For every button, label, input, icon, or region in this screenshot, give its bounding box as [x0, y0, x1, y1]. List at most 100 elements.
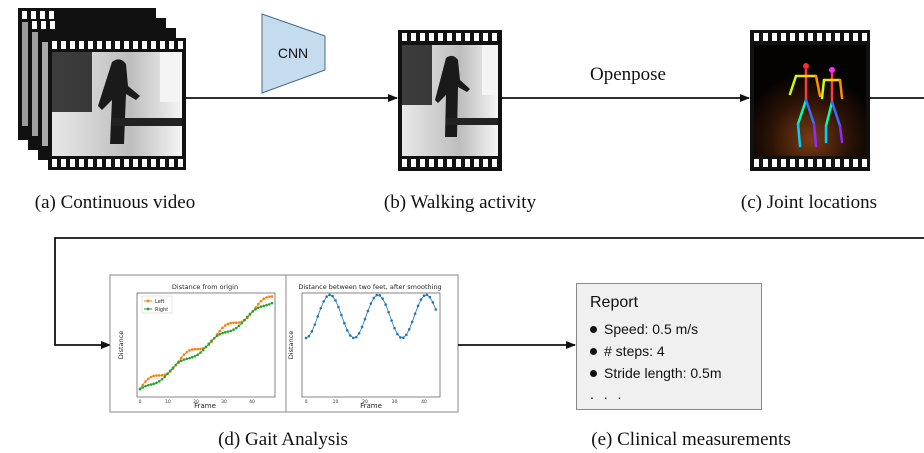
gait-left-point [160, 373, 164, 377]
sprocket-hole [808, 33, 813, 41]
gait-left-point [267, 295, 271, 298]
gait-right-point [384, 303, 387, 306]
gait-right-point [410, 320, 414, 324]
gait-left-point [207, 342, 211, 346]
gait-right-point [372, 296, 376, 300]
sprocket-hole [115, 159, 120, 167]
report-ellipsis: . . . [590, 386, 625, 402]
continuous-video-film-stack [18, 8, 186, 170]
report-title: Report [590, 294, 639, 311]
sprocket-hole [862, 159, 867, 167]
gait-left-xtick: 0 [139, 399, 142, 405]
sprocket-hole [438, 33, 443, 41]
sprocket-hole [817, 159, 822, 167]
clinical-report-box: Report Speed: 0.5 m/s # steps: 4 Stride … [576, 283, 762, 410]
gait-left-ylabel: Distance [117, 331, 125, 359]
sprocket-hole [799, 159, 804, 167]
sprocket-hole [22, 11, 27, 19]
sprocket-hole [402, 33, 407, 41]
sprocket-hole [124, 159, 129, 167]
report-item-speed: Speed: 0.5 m/s [590, 321, 698, 337]
sprocket-hole [79, 41, 84, 49]
gait-right-point [337, 305, 340, 309]
gait-left-point [157, 380, 161, 383]
gait-left-point [226, 322, 230, 326]
gait-left-point [232, 321, 235, 325]
gait-left-point [256, 302, 260, 306]
gait-right-point [310, 330, 314, 333]
gait-left-point [201, 348, 205, 352]
gait-right-point [357, 332, 361, 335]
sprocket-hole [429, 159, 434, 167]
gait-right-point [407, 328, 411, 331]
gait-right-point [402, 336, 405, 340]
gait-left-point [245, 315, 249, 319]
gait-left-point [146, 377, 150, 381]
sprocket-hole [178, 41, 183, 49]
gait-left-point [163, 375, 167, 379]
gait-right-point [346, 329, 349, 332]
cnn-label: CNN [278, 45, 308, 61]
gait-right-point [343, 321, 346, 325]
sprocket-hole [420, 159, 425, 167]
gait-left-point [267, 303, 271, 306]
gait-right-point [307, 334, 311, 338]
gait-right-point [434, 308, 438, 311]
sprocket-hole [844, 33, 849, 41]
report-item-label: # steps: 4 [604, 343, 665, 359]
gait-left-point [163, 373, 167, 377]
gait-right-point [381, 297, 385, 300]
gait-left-point [155, 381, 158, 385]
sprocket-hole [32, 21, 37, 29]
sprocket-hole [772, 159, 777, 167]
openpose-label: Openpose [590, 64, 666, 85]
caption-continuous-video: (a) Continuous video [35, 192, 195, 213]
gait-left-point [138, 387, 142, 391]
gait-right-point [348, 334, 352, 337]
sprocket-hole [178, 159, 183, 167]
gait-right-point [399, 336, 402, 339]
gait-left-point [259, 305, 263, 308]
caption-walking-activity: (b) Walking activity [384, 192, 537, 213]
sprocket-hole [474, 33, 479, 41]
sprocket-hole [79, 159, 84, 167]
gait-left-point [270, 295, 274, 298]
gait-left-point [193, 347, 197, 351]
gait-right-title: Distance between two feet, after smoothi… [298, 283, 441, 291]
sprocket-hole [88, 41, 93, 49]
gait-left-point [218, 332, 222, 336]
gait-left-point [234, 321, 238, 325]
gait-left-point [265, 303, 268, 307]
sprocket-hole [151, 41, 156, 49]
sprocket-hole [799, 33, 804, 41]
caption-joint-locations: (c) Joint locations [741, 192, 877, 213]
gait-left-point [146, 383, 150, 387]
joint-locations-film [750, 30, 870, 171]
gait-left-point [240, 321, 244, 325]
sprocket-hole [411, 33, 416, 41]
gait-right-point [360, 325, 364, 329]
sprocket-hole [474, 159, 479, 167]
sprocket-hole [438, 159, 443, 167]
sprocket-hole [124, 41, 129, 49]
gait-right-point [428, 295, 432, 299]
gait-left-point [174, 363, 178, 367]
sprocket-hole [862, 33, 867, 41]
gait-left-point [152, 382, 156, 386]
gait-left-point [254, 307, 257, 311]
gait-left-point [204, 345, 208, 349]
gait-left-point [177, 361, 180, 364]
sprocket-hole [411, 159, 416, 167]
gait-right-point [319, 306, 323, 310]
gait-left-point [144, 380, 147, 383]
gait-left-xlabel: Frame [194, 402, 216, 410]
gait-left-point [237, 321, 241, 324]
gait-left-point [248, 312, 252, 316]
gait-right-point [316, 315, 320, 318]
sprocket-hole [754, 159, 759, 167]
sprocket-hole [133, 41, 138, 49]
gait-left-point [144, 384, 147, 388]
gait-right-point [354, 335, 358, 339]
